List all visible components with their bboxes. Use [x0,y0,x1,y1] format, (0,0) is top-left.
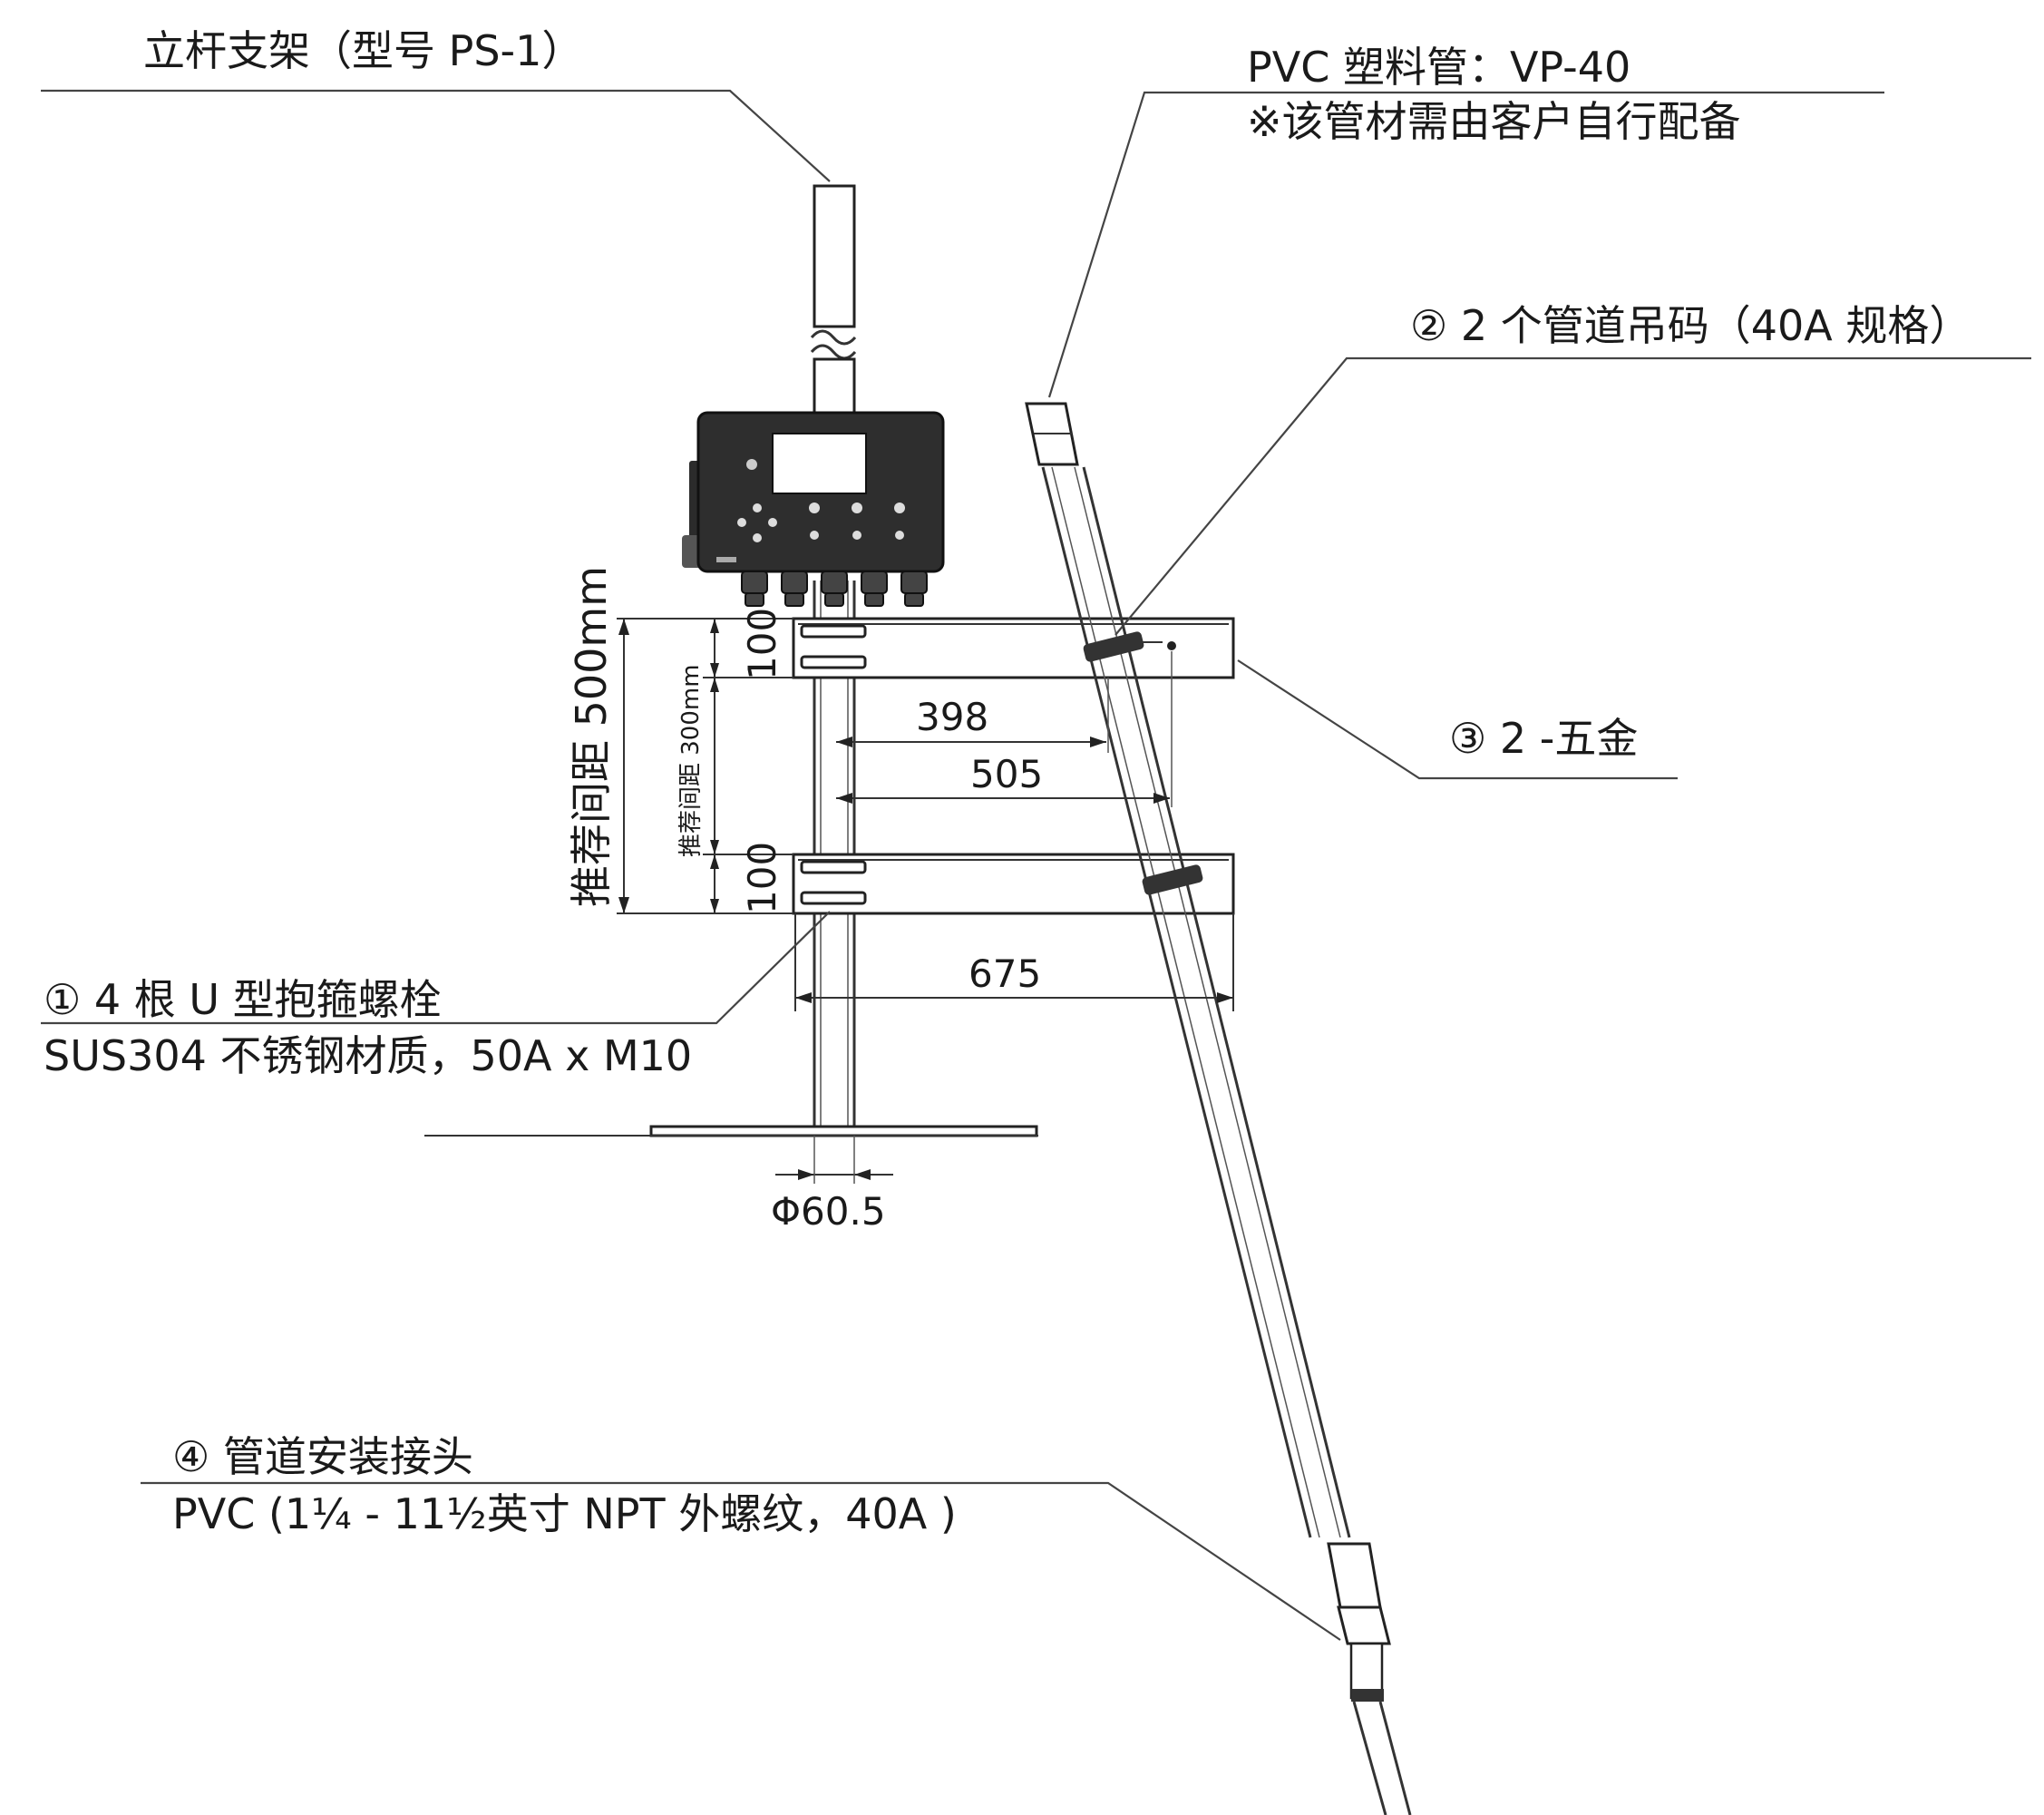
pvc-pipe-note: ※该管材需由客户自行配备 [1247,97,1741,146]
recommended-500-label: 推荐间距 500mm [567,566,616,907]
dimension-675: 675 [968,951,1041,996]
dpad-icon [737,503,777,542]
fitting-label: ④ 管道安装接头 [172,1432,473,1481]
pipe-hanger-bottom [1142,864,1203,895]
ubolt-label: ① 4 根 U 型抱箍螺栓 [44,975,442,1024]
dimension-505: 505 [970,752,1043,796]
pipe-hanger-top [1083,631,1163,662]
diameter-label: Φ60.5 [771,1189,886,1234]
dimension-398: 398 [916,695,988,739]
power-icon [746,459,757,470]
ubolt-material: SUS304 不锈钢材质，50A x M10 [44,1031,692,1080]
stand-label: 立杆支架（型号 PS-1） [143,26,583,75]
cable-glands [741,571,928,607]
fitting-spec: PVC (1¼ - 11½英寸 NPT 外螺纹，40A ) [172,1489,957,1538]
bracket-top [792,617,1235,679]
hardware-label: ③ 2 -五金 [1449,714,1638,763]
controller-unit [682,411,945,607]
display-screen [772,433,867,494]
leader-lines [41,89,2031,1641]
dimension-lines [617,618,1234,1184]
bottom-bracket-height: 100 [740,842,784,914]
keypad-icons [809,503,905,540]
top-bracket-height: 100 [740,608,784,680]
pvc-pipe [1025,402,1412,1815]
pipe-hanger-label: ② 2 个管道吊码（40A 规格） [1410,301,1971,350]
pvc-pipe-label: PVC 塑料管：VP-40 [1247,43,1630,92]
recommended-300-label: 推荐间距 300mm [677,664,705,857]
